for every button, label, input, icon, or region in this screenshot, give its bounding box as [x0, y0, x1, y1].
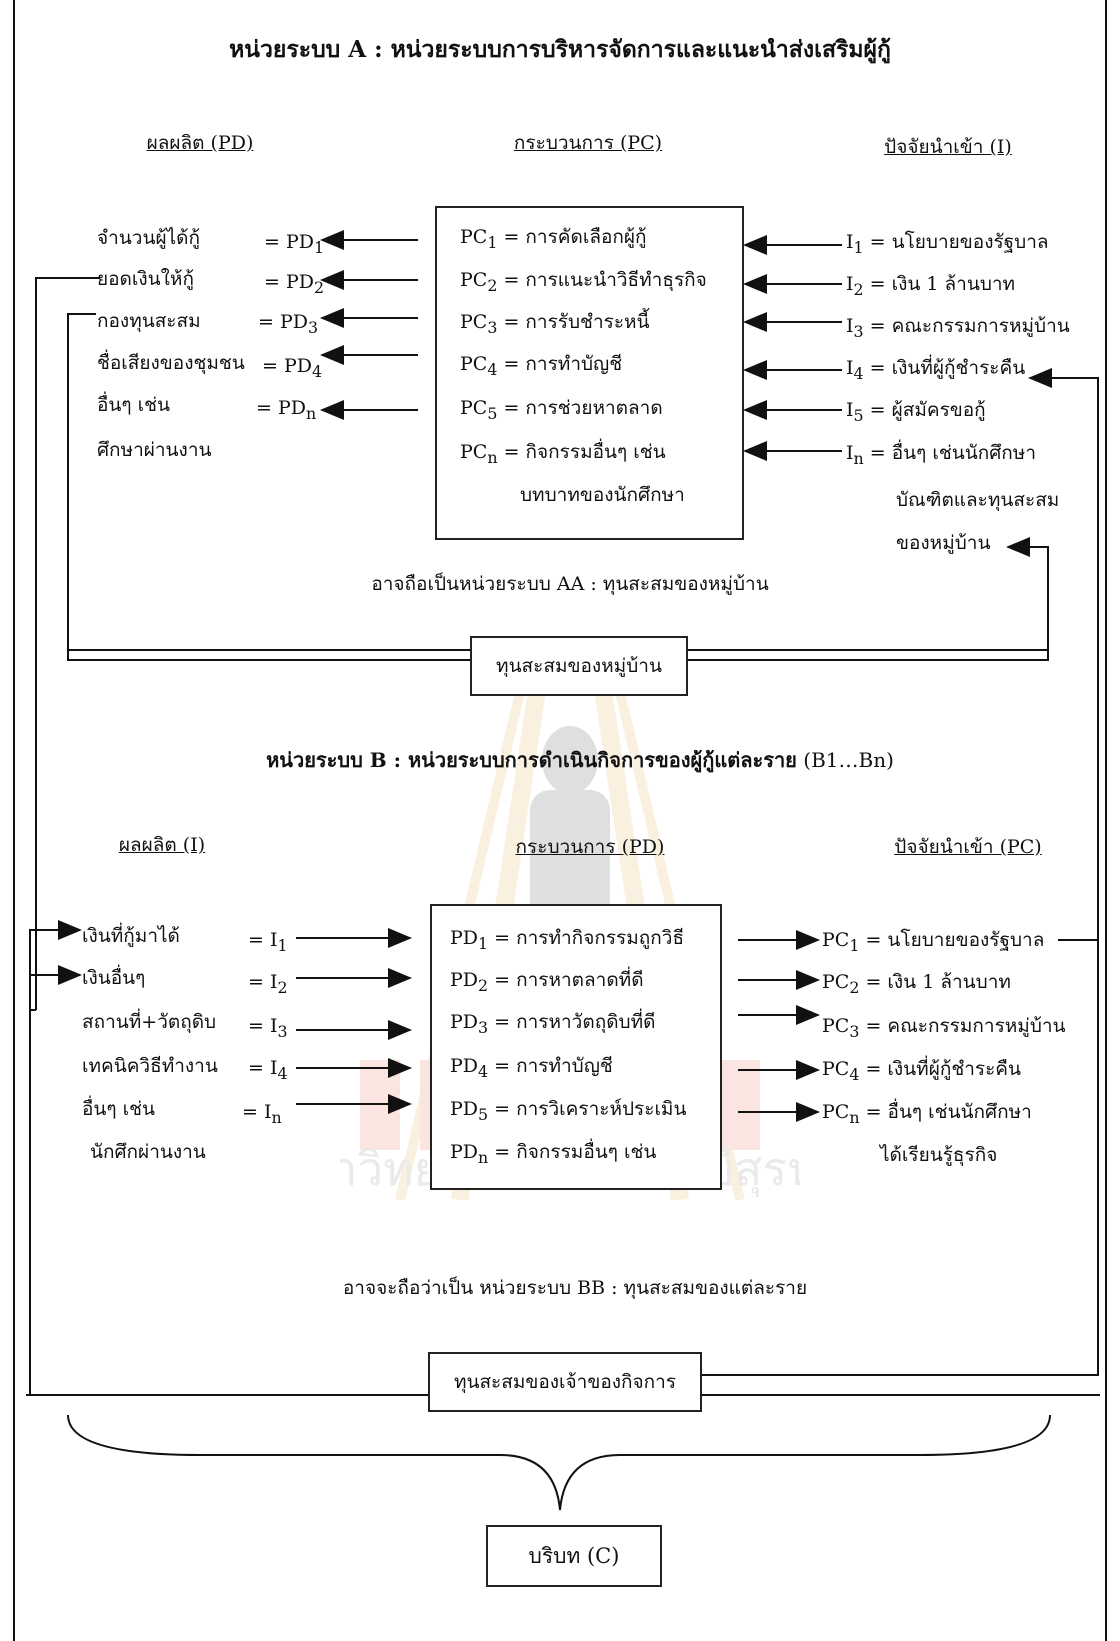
unit-a-input-item: I2 = เงิน 1 ล้านบาท — [846, 273, 1016, 299]
unit-b-output-label: เงินอื่นๆ — [82, 967, 146, 989]
owner-capital-box: ทุนสะสมของเจ้าของกิจการ — [428, 1352, 702, 1412]
unit-b-output-label: เงินที่กู้มาได้ — [82, 925, 180, 947]
unit-a-output-label: จำนวนผู้ได้กู้ — [97, 227, 200, 249]
context-box: บริบท (C) — [486, 1525, 662, 1587]
unit-a-output-header: ผลผลิต (PD) — [146, 132, 254, 154]
unit-a-output-code: = PD4 — [262, 355, 323, 381]
unit-a-output-label: ศึกษาผ่านงาน — [97, 439, 212, 461]
unit-b-process-box — [430, 904, 722, 1190]
unit-b-input-item: PCn = อื่นๆ เช่นนักศึกษา — [822, 1101, 1032, 1127]
context-label: บริบท (C) — [528, 1544, 620, 1568]
unit-b-process-item: PD5 = การวิเคราะห์ประเมิน — [450, 1098, 687, 1124]
unit-a-input-item: I1 = นโยบายของรัฐบาล — [846, 231, 1049, 257]
village-capital-box: ทุนสะสมของหมู่บ้าน — [470, 636, 688, 696]
unit-b-title: หน่วยระบบ B : หน่วยระบบการดำเนินกิจการขอ… — [266, 748, 894, 772]
unit-a-process-item: PC5 = การช่วยหาตลาด — [460, 397, 663, 423]
unit-b-process-item: PD4 = การทำบัญชี — [450, 1055, 613, 1081]
unit-a-input-item: I5 = ผู้สมัครขอกู้ — [846, 399, 986, 425]
unit-b-output-label: อื่นๆ เช่น — [82, 1098, 156, 1120]
unit-a-process-header: กระบวนการ (PC) — [513, 132, 663, 154]
unit-a-note: อาจถือเป็นหน่วยระบบ AA : ทุนสะสมของหมู่บ… — [371, 573, 769, 595]
unit-a-output-label: ยอดเงินให้กู้ — [97, 268, 194, 290]
unit-a-output-code: = PD2 — [264, 271, 325, 297]
unit-b-process-item: PDn = กิจกรรมอื่นๆ เช่น — [450, 1141, 657, 1167]
owner-capital-label: ทุนสะสมของเจ้าของกิจการ — [453, 1371, 677, 1393]
unit-a-output-label: อื่นๆ เช่น — [97, 394, 171, 416]
unit-b-output-label: สถานที่+วัตถุดิบ — [82, 1011, 217, 1033]
unit-b-output-label: นักศึกผ่านงาน — [90, 1141, 206, 1163]
unit-a-process-item: PC2 = การแนะนำวิธีทำธุรกิจ — [460, 269, 707, 295]
unit-a-input-item: บัณฑิตและทุนสะสม — [896, 489, 1060, 511]
unit-b-process-item: PD1 = การทำกิจกรรมถูกวิธี — [450, 927, 685, 953]
unit-b-input-item: PC3 = คณะกรรมการหมู่บ้าน — [822, 1015, 1066, 1041]
unit-a-process-item: PC1 = การคัดเลือกผู้กู้ — [460, 226, 647, 252]
unit-b-note: อาจจะถือว่าเป็น หน่วยระบบ BB : ทุนสะสมขอ… — [342, 1277, 808, 1299]
unit-a-input-item: ของหมู่บ้าน — [896, 532, 991, 554]
unit-b-output-code: = I1 — [248, 929, 288, 955]
unit-a-output-label: กองทุนสะสม — [97, 310, 201, 332]
unit-b-output-code: = I2 — [248, 971, 288, 997]
unit-b-process-item: PD3 = การหาวัตถุดิบที่ดี — [450, 1011, 656, 1037]
unit-b-input-item: ได้เรียนรู้ธุรกิจ — [880, 1144, 998, 1166]
unit-b-process-header: กระบวนการ (PD) — [515, 836, 665, 858]
unit-a-output-code: = PD1 — [264, 231, 325, 257]
unit-b-input-item: PC2 = เงิน 1 ล้านบาท — [822, 971, 1011, 997]
unit-a-title: หน่วยระบบ A : หน่วยระบบการบริหารจัดการแล… — [229, 36, 891, 63]
unit-b-output-header: ผลผลิต (I) — [118, 834, 206, 856]
unit-a-process-item: PCn = กิจกรรมอื่นๆ เช่น — [460, 441, 666, 467]
unit-a-input-header: ปัจจัยนำเข้า (I) — [884, 136, 1012, 158]
unit-a-output-code: = PD3 — [258, 311, 319, 337]
unit-a-output-code: = PDn — [256, 397, 317, 423]
unit-a-process-item: PC3 = การรับชำระหนี้ — [460, 311, 650, 337]
unit-a-process-item: บทบาทของนักศึกษา — [520, 484, 685, 506]
unit-a-process-box — [435, 206, 744, 540]
unit-b-output-code: = I4 — [248, 1057, 288, 1083]
unit-b-input-item: PC1 = นโยบายของรัฐบาล — [822, 929, 1045, 955]
unit-b-output-code: = In — [242, 1101, 282, 1127]
unit-b-output-label: เทคนิควิธีทำงาน — [82, 1055, 218, 1077]
unit-b-process-item: PD2 = การหาตลาดที่ดี — [450, 969, 644, 995]
unit-a-output-label: ชื่อเสียงของชุมชน — [97, 352, 245, 374]
village-capital-label: ทุนสะสมของหมู่บ้าน — [496, 655, 662, 677]
unit-b-input-header: ปัจจัยนำเข้า (PC) — [894, 836, 1042, 858]
unit-a-input-item: In = อื่นๆ เช่นนักศึกษา — [846, 442, 1036, 468]
unit-a-process-item: PC4 = การทำบัญชี — [460, 353, 623, 379]
unit-a-input-item: I4 = เงินที่ผู้กู้ชำระคืน — [846, 357, 1026, 383]
unit-b-output-code: = I3 — [248, 1015, 288, 1041]
unit-b-input-item: PC4 = เงินที่ผู้กู้ชำระคืน — [822, 1058, 1022, 1084]
unit-a-input-item: I3 = คณะกรรมการหมู่บ้าน — [846, 315, 1070, 341]
